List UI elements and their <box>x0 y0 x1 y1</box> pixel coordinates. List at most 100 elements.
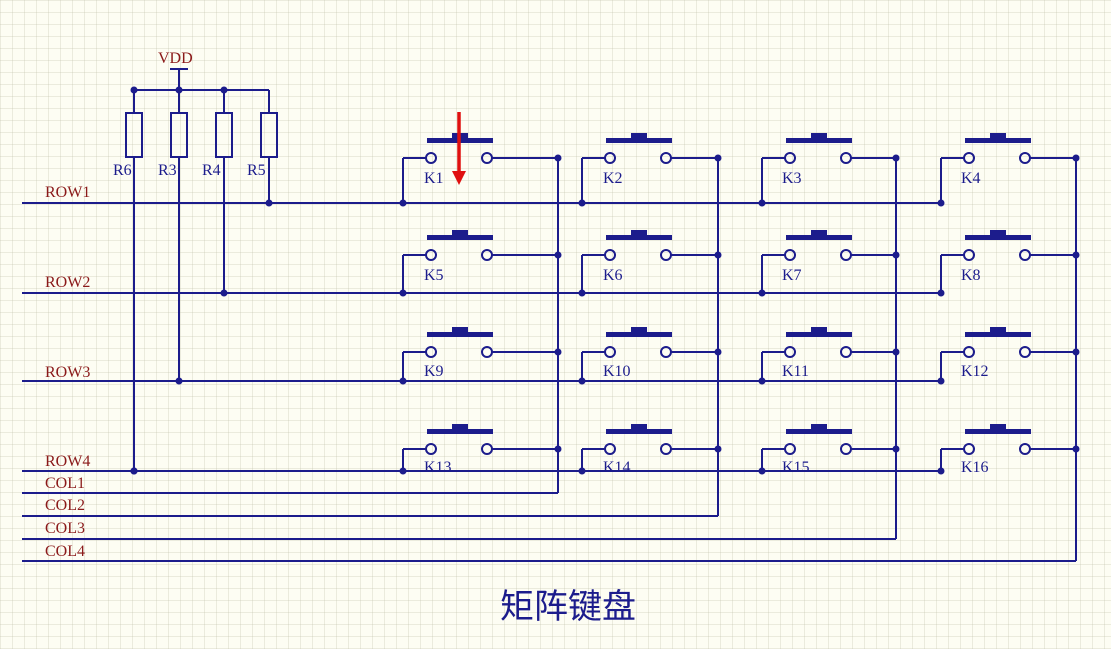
switch-k8-actuator-knob <box>990 230 1006 236</box>
net-label-row1: ROW1 <box>45 184 90 201</box>
switch-k14-row-junction <box>578 467 586 475</box>
switch-k15-row-junction <box>758 467 766 475</box>
switch-k4-actuator <box>965 138 1031 143</box>
switch-k3-col-junction <box>892 154 900 162</box>
switch-k10-row-junction <box>578 377 586 385</box>
switch-label-k1: K1 <box>424 170 444 187</box>
switch-k8-row-junction <box>937 289 945 297</box>
switch-k1-contact-right <box>481 152 493 164</box>
switch-k6-row-junction <box>578 289 586 297</box>
switch-k16-row-junction <box>937 467 945 475</box>
switch-k5-actuator-knob <box>452 230 468 236</box>
switch-k6-actuator-knob <box>631 230 647 236</box>
net-label-col2: COL2 <box>45 497 85 514</box>
switch-label-k9: K9 <box>424 363 444 380</box>
switch-k11-contact-right <box>840 346 852 358</box>
net-label-row4: ROW4 <box>45 453 90 470</box>
switch-label-k16: K16 <box>961 459 989 476</box>
switch-k6-contact-right <box>660 249 672 261</box>
switch-k1-row-junction <box>399 199 407 207</box>
switch-k7-contact-right <box>840 249 852 261</box>
net-label-row2: ROW2 <box>45 274 90 291</box>
resistor-label-r6: R6 <box>113 162 132 179</box>
switch-label-k14: K14 <box>603 459 631 476</box>
switch-k1-col-junction <box>554 154 562 162</box>
switch-k13-col-junction <box>554 445 562 453</box>
switch-k8-actuator <box>965 235 1031 240</box>
switch-k6-col-junction <box>714 251 722 259</box>
switch-k8-contact-left <box>963 249 975 261</box>
switch-k15-contact-right <box>840 443 852 455</box>
switch-k11-contact-left <box>784 346 796 358</box>
switch-k4-col-junction <box>1072 154 1080 162</box>
switch-k2-col-junction <box>714 154 722 162</box>
switch-k7-actuator-knob <box>811 230 827 236</box>
switch-k2-actuator-knob <box>631 133 647 139</box>
net-label-col4: COL4 <box>45 543 85 560</box>
resistor-r3-body <box>170 112 188 158</box>
switch-k11-actuator-knob <box>811 327 827 333</box>
switch-k2-actuator <box>606 138 672 143</box>
switch-label-k4: K4 <box>961 170 981 187</box>
switch-k4-contact-right <box>1019 152 1031 164</box>
switch-k3-actuator-knob <box>811 133 827 139</box>
switch-k13-contact-right <box>481 443 493 455</box>
resistor-label-r5: R5 <box>247 162 266 179</box>
resistor-label-r4: R4 <box>202 162 221 179</box>
switch-k12-row-junction <box>937 377 945 385</box>
switch-k15-actuator-knob <box>811 424 827 430</box>
resistor-label-r3: R3 <box>158 162 177 179</box>
switch-label-k15: K15 <box>782 459 810 476</box>
switch-k9-actuator-knob <box>452 327 468 333</box>
switch-k3-contact-right <box>840 152 852 164</box>
switch-k14-actuator-knob <box>631 424 647 430</box>
switch-k15-contact-left <box>784 443 796 455</box>
row4-junction <box>130 467 138 475</box>
switch-k2-row-junction <box>578 199 586 207</box>
switch-label-k11: K11 <box>782 363 809 380</box>
switch-k11-actuator <box>786 332 852 337</box>
switch-k5-col-junction <box>554 251 562 259</box>
switch-k16-contact-left <box>963 443 975 455</box>
switch-k2-contact-left <box>604 152 616 164</box>
switch-k16-col-junction <box>1072 445 1080 453</box>
switch-k6-actuator <box>606 235 672 240</box>
switch-k15-col-junction <box>892 445 900 453</box>
switch-k14-col-junction <box>714 445 722 453</box>
switch-k4-actuator-knob <box>990 133 1006 139</box>
resistor-r6-body <box>125 112 143 158</box>
switch-label-k7: K7 <box>782 267 802 284</box>
switch-k10-actuator <box>606 332 672 337</box>
switch-k12-col-junction <box>1072 348 1080 356</box>
switch-k9-actuator <box>427 332 493 337</box>
switch-label-k2: K2 <box>603 170 623 187</box>
switch-k12-actuator-knob <box>990 327 1006 333</box>
switch-k14-contact-right <box>660 443 672 455</box>
switch-k3-row-junction <box>758 199 766 207</box>
switch-k8-contact-right <box>1019 249 1031 261</box>
switch-k8-col-junction <box>1072 251 1080 259</box>
switch-k7-actuator <box>786 235 852 240</box>
switch-k12-contact-right <box>1019 346 1031 358</box>
switch-k11-row-junction <box>758 377 766 385</box>
switch-k4-contact-left <box>963 152 975 164</box>
switch-k10-actuator-knob <box>631 327 647 333</box>
diagram-title: 矩阵键盘 <box>500 587 636 627</box>
switch-k6-contact-left <box>604 249 616 261</box>
resistor-r4-body <box>215 112 233 158</box>
switch-k16-actuator-knob <box>990 424 1006 430</box>
switch-k13-row-junction <box>399 467 407 475</box>
switch-k13-actuator <box>427 429 493 434</box>
switch-label-k13: K13 <box>424 459 452 476</box>
net-label-row3: ROW3 <box>45 364 90 381</box>
switch-label-k3: K3 <box>782 170 802 187</box>
switch-label-k8: K8 <box>961 267 981 284</box>
switch-k4-row-junction <box>937 199 945 207</box>
vdd-label: VDD <box>158 50 193 67</box>
switch-k15-actuator <box>786 429 852 434</box>
resistor-r5-body <box>260 112 278 158</box>
switch-k11-col-junction <box>892 348 900 356</box>
switch-k7-contact-left <box>784 249 796 261</box>
